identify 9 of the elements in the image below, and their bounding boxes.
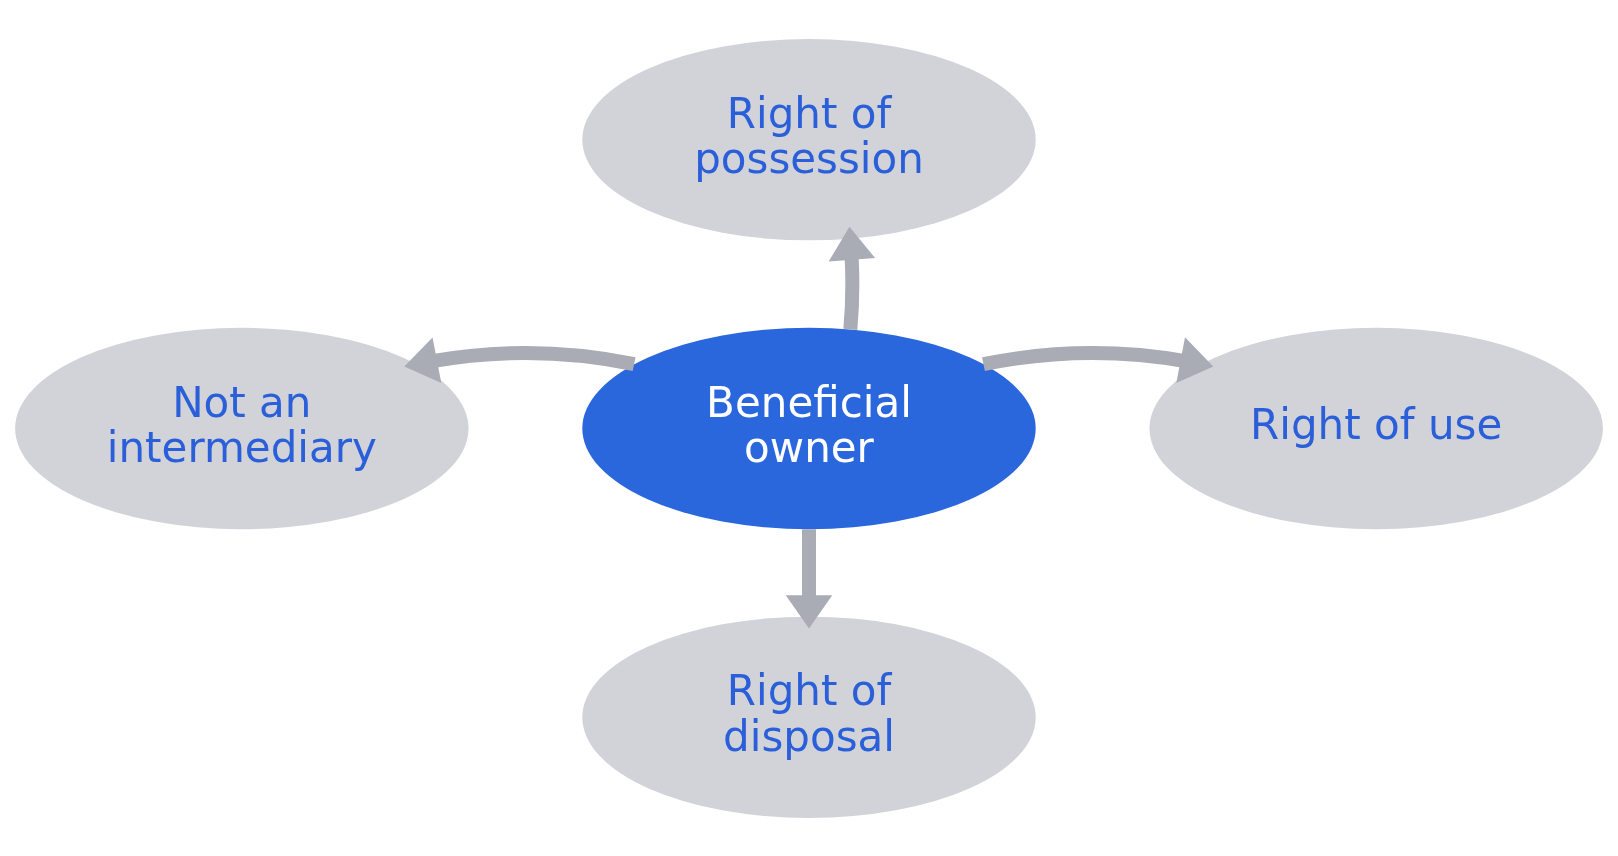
node-ellipse: Not an intermediary	[15, 327, 469, 529]
node-ellipse: Right of use	[1149, 327, 1603, 529]
node-ellipse: Beneficial owner	[582, 327, 1036, 529]
node-ellipse: Right of possession	[582, 38, 1036, 240]
arrow	[982, 336, 1214, 383]
node-ellipse: Right of disposal	[582, 616, 1036, 818]
arrow	[785, 528, 833, 628]
arrow	[404, 336, 636, 383]
arrow	[828, 226, 876, 330]
